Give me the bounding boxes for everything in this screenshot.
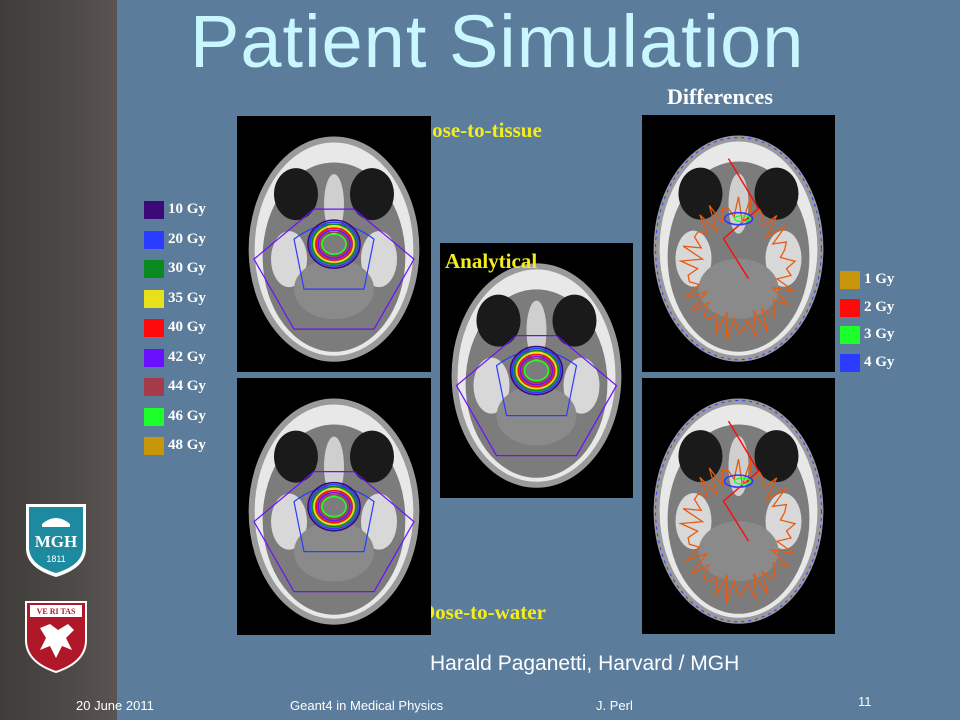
dose-legend-swatch xyxy=(144,378,164,396)
dose-legend-swatch xyxy=(144,348,164,367)
ct-image-mc-water xyxy=(237,378,431,635)
harvard-logo-text: VE RI TAS xyxy=(37,607,76,616)
dose-legend-swatch xyxy=(144,201,164,219)
mgh-logo: MGH 1811 xyxy=(24,502,88,583)
diff-legend-swatch xyxy=(840,326,860,344)
dose-legend-label: 48 Gy xyxy=(168,437,206,453)
mgh-logo-text: MGH xyxy=(35,532,78,551)
diff-legend-label: 2 Gy xyxy=(864,298,895,315)
dose-legend-label: 20 Gy xyxy=(168,230,206,247)
author-credit: Harald Paganetti, Harvard / MGH xyxy=(430,652,740,675)
footer-page-number: 11 xyxy=(858,694,872,709)
footer-author: J. Perl xyxy=(596,698,633,713)
diff-legend-label: 3 Gy xyxy=(864,326,895,342)
slide-title: Patient Simulation xyxy=(190,0,805,83)
ct-image-analytical xyxy=(440,243,633,498)
footer-event: Geant4 in Medical Physics xyxy=(290,698,444,713)
diff-legend-swatch xyxy=(840,271,860,289)
diff-legend-label: 1 Gy xyxy=(864,271,895,287)
dose-legend-swatch xyxy=(144,319,164,337)
dose-legend-label: 44 Gy xyxy=(168,378,206,394)
dose-legend-label: 40 Gy xyxy=(168,319,206,335)
analytical-label: Analytical xyxy=(445,249,538,273)
dose-legend-swatch xyxy=(144,260,164,278)
left-sidebar-band xyxy=(0,0,117,720)
diff-legend-swatch xyxy=(840,353,860,372)
ct-image-mc-tissue xyxy=(237,116,431,372)
ct-image-difference-tissue xyxy=(642,115,835,372)
dose-legend-swatch xyxy=(144,407,164,426)
dose-legend-label: 30 Gy xyxy=(168,260,206,276)
dose-legend-label: 42 Gy xyxy=(168,348,206,365)
dose-legend-swatch xyxy=(144,230,164,249)
dose-legend-label: 35 Gy xyxy=(168,289,206,306)
footer-date: 20 June 2011 xyxy=(76,698,154,713)
differences-label: Differences xyxy=(667,84,773,109)
dose-legend-label: 10 Gy xyxy=(168,201,206,217)
harvard-shield-logo: VE RI TAS xyxy=(24,600,88,679)
dose-legend-label: 46 Gy xyxy=(168,407,206,424)
dose-legend-swatch xyxy=(144,437,164,455)
ct-image-difference-water xyxy=(642,378,835,634)
mgh-logo-year: 1811 xyxy=(46,554,65,564)
dose-legend-swatch xyxy=(144,289,164,308)
diff-legend-label: 4 Gy xyxy=(864,353,895,370)
diff-legend-swatch xyxy=(840,298,860,317)
